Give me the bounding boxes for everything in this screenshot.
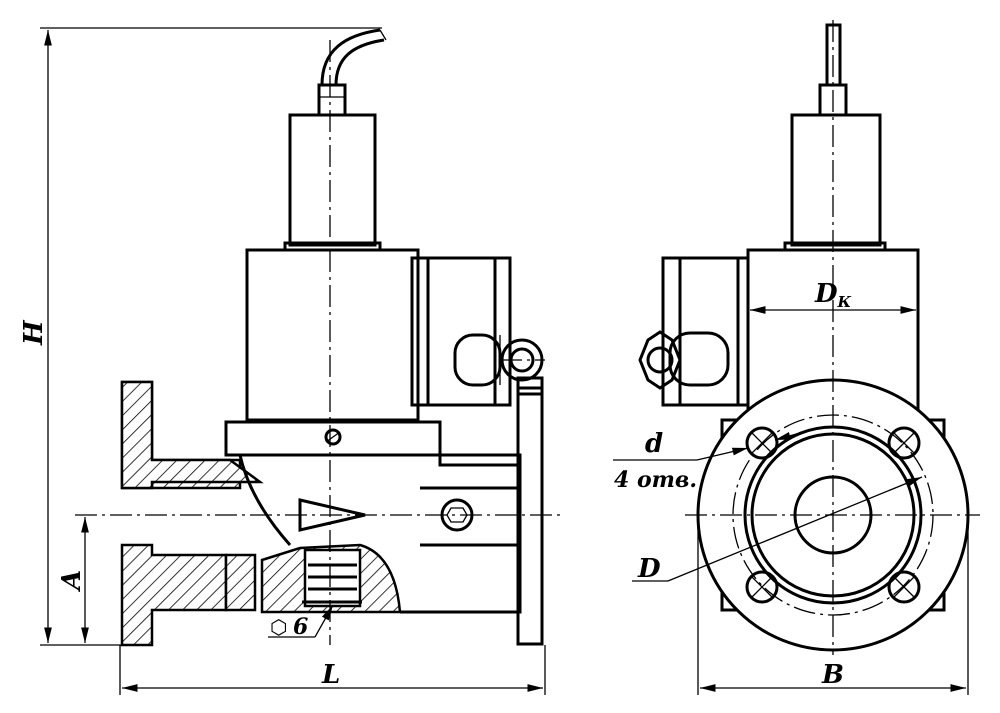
dimension-b: B — [697, 520, 969, 695]
front-view: H A L ⬡ 6 — [19, 27, 565, 695]
coil-housing — [245, 248, 420, 422]
cable-gland — [317, 83, 347, 117]
right-flange — [516, 386, 544, 646]
cable-connector-side — [638, 330, 730, 390]
cable — [320, 28, 385, 86]
dim-label-hole: d — [645, 429, 663, 459]
dimension-h: H — [19, 27, 382, 646]
hex-icon: ⬡ — [270, 615, 287, 639]
dim-label-h: H — [19, 319, 49, 346]
junction-box — [410, 256, 512, 407]
hex-size-label: 6 — [293, 614, 308, 640]
side-view: DК d 4 отв. D B — [613, 20, 980, 695]
coil-cap — [288, 113, 377, 247]
valve-body — [240, 453, 522, 614]
dimension-l: L — [119, 645, 546, 695]
holes-note: 4 отв. — [614, 467, 697, 493]
screw-icon — [324, 428, 342, 446]
dim-label-bolt-circle: D — [637, 554, 661, 584]
hex-key-callout: ⬡ 6 — [268, 604, 334, 640]
dim-label-l: L — [321, 660, 340, 690]
dimension-dk: DК — [750, 279, 916, 314]
dimension-a: A — [57, 517, 89, 643]
dim-label-dk: DК — [814, 279, 852, 311]
drain-plug — [302, 548, 362, 608]
bonnet-plate — [224, 420, 442, 457]
dimension-d-holes: d 4 отв. — [613, 429, 801, 493]
dimension-d-bolt-circle: D — [632, 476, 923, 584]
bolt-holes — [745, 426, 921, 604]
dim-label-b: B — [821, 660, 844, 690]
dim-label-a: A — [57, 570, 87, 593]
